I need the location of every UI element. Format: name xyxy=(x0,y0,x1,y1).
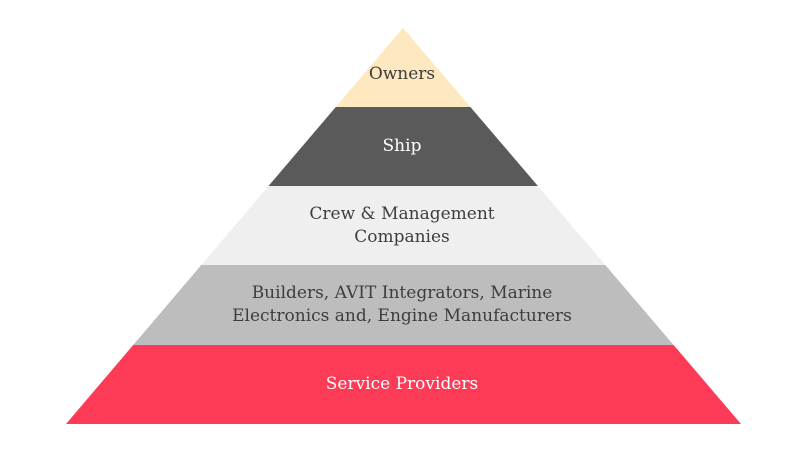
tier-crew-label: Crew & Management Companies xyxy=(0,186,804,265)
tier-ship-line-1: Ship xyxy=(382,136,422,156)
tier-service-providers-shape xyxy=(66,345,741,424)
tier-owners-line-1: Owners xyxy=(368,64,436,84)
tier-owners-shape xyxy=(335,28,471,107)
tier-builders-line-2: Electronics and, Engine Manufacturers xyxy=(232,306,572,326)
tier-crew-shape xyxy=(201,186,606,265)
tier-ship-label: Ship xyxy=(0,107,804,186)
tier-builders-shape xyxy=(133,265,674,345)
tier-builders-label: Builders, AVIT Integrators, Marine Elect… xyxy=(0,265,804,345)
tier-owners-label: Owners xyxy=(0,42,804,107)
tier-builders-line-1: Builders, AVIT Integrators, Marine xyxy=(251,283,553,303)
tier-crew-line-1: Crew & Management xyxy=(309,203,495,224)
tier-crew-line-2: Companies xyxy=(354,226,450,247)
tier-service-providers-line-1: Service Providers xyxy=(325,374,479,394)
tier-service-providers-label: Service Providers xyxy=(0,345,804,424)
tier-ship-shape xyxy=(268,107,538,186)
